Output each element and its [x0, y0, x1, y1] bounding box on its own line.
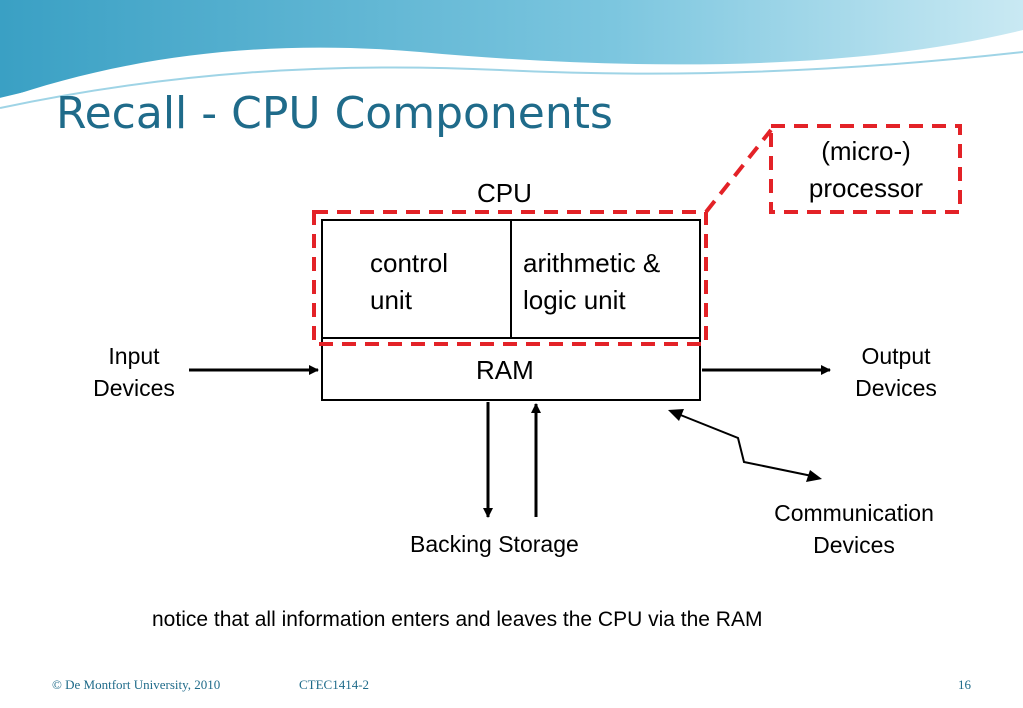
control-unit-label: control unit: [370, 248, 449, 316]
slide-title: Recall - CPU Components: [56, 88, 613, 139]
communication-devices-label: Communication Devices: [774, 500, 934, 559]
footer-copyright: © De Montfort University, 2010: [52, 677, 221, 692]
communication-lightning: [677, 413, 813, 477]
footer-page-number: 16: [958, 677, 971, 692]
microprocessor-label: (micro-) processor: [808, 136, 924, 204]
slide-note: notice that all information enters and l…: [152, 608, 763, 631]
communication-arrowhead-start: [668, 409, 684, 421]
ram-label: RAM: [476, 355, 534, 385]
footer-course: CTEC1414-2: [299, 677, 370, 692]
cpu-label: CPU: [477, 178, 532, 208]
input-devices-label: Input Devices: [93, 343, 175, 402]
output-devices-label: Output Devices: [855, 343, 937, 402]
backing-storage-label: Backing Storage: [410, 531, 579, 557]
communication-arrowhead-end: [806, 470, 822, 482]
header-wave-decoration: [0, 0, 1023, 109]
alu-label: arithmetic & logic unit: [523, 248, 661, 316]
microprocessor-connector: [704, 128, 773, 214]
microprocessor-dashed-box: [769, 124, 962, 214]
cpu-dashed-outline: [312, 210, 708, 346]
